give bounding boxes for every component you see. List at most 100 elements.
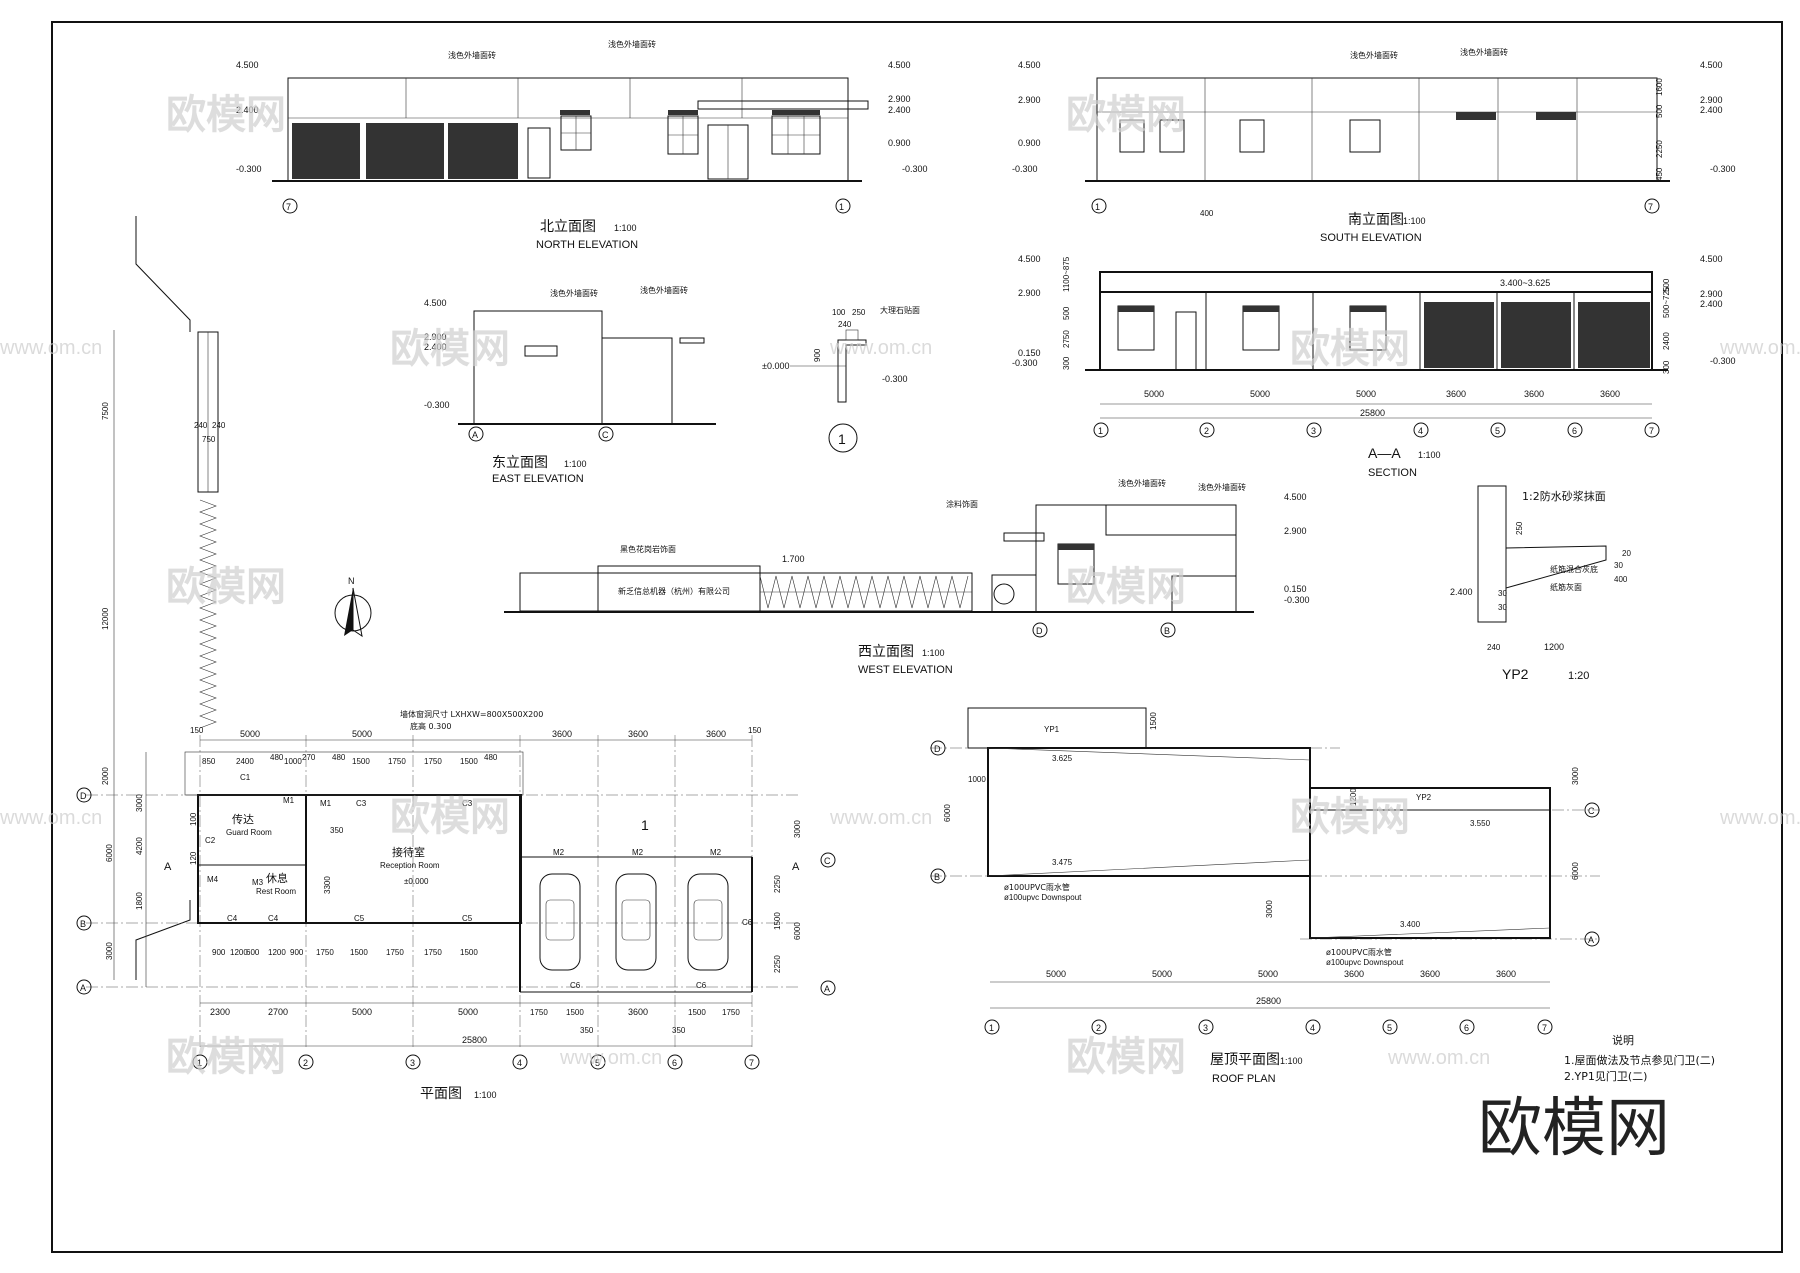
svg-text:12000: 12000 xyxy=(101,607,110,630)
svg-text:NORTH ELEVATION: NORTH ELEVATION xyxy=(536,239,638,251)
svg-text:C6: C6 xyxy=(742,918,753,927)
svg-text:黑色花岗岩饰面: 黑色花岗岩饰面 xyxy=(620,544,676,554)
svg-text:2.400: 2.400 xyxy=(1450,587,1473,597)
svg-text:350: 350 xyxy=(580,1026,594,1035)
svg-text:1:100: 1:100 xyxy=(1280,1056,1303,1066)
svg-text:±0.000: ±0.000 xyxy=(762,361,789,371)
roof-axis-bubbles: 1 2 3 4 5 6 7 D B C A xyxy=(930,740,1600,1035)
east-elevation-title: 东立面图 xyxy=(492,455,548,471)
svg-text:2400: 2400 xyxy=(236,757,254,766)
svg-text:2.900: 2.900 xyxy=(1700,289,1723,299)
svg-text:www.om.cn: www.om.cn xyxy=(1719,807,1800,829)
svg-text:浅色外墙面砖: 浅色外墙面砖 xyxy=(1350,50,1398,60)
svg-text:M2: M2 xyxy=(710,848,722,857)
svg-text:5000: 5000 xyxy=(1258,969,1278,979)
svg-text:C4: C4 xyxy=(268,914,279,923)
svg-text:4.500: 4.500 xyxy=(1700,254,1723,264)
svg-text:1:20: 1:20 xyxy=(1568,670,1589,682)
svg-text:1750: 1750 xyxy=(424,757,442,766)
svg-text:1750: 1750 xyxy=(722,1008,740,1017)
svg-text:7: 7 xyxy=(1542,1023,1547,1033)
svg-text:240: 240 xyxy=(1487,643,1501,652)
svg-text:7: 7 xyxy=(1648,202,1653,212)
svg-text:B: B xyxy=(1164,626,1170,636)
svg-text:2: 2 xyxy=(1204,426,1209,436)
svg-text:-0.300: -0.300 xyxy=(424,400,450,410)
floor-plan: 传达 Guard Room 接待室 Reception Room 休息 Rest… xyxy=(76,709,836,1102)
svg-text:1: 1 xyxy=(838,431,846,447)
svg-text:M2: M2 xyxy=(632,848,644,857)
svg-text:4200: 4200 xyxy=(135,837,144,855)
svg-text:100: 100 xyxy=(189,812,198,826)
svg-text:C: C xyxy=(1588,806,1595,816)
svg-text:浅色外墙面砖: 浅色外墙面砖 xyxy=(608,39,656,49)
svg-text:1500: 1500 xyxy=(773,912,782,930)
svg-text:C: C xyxy=(824,856,831,866)
svg-text:20: 20 xyxy=(1622,549,1631,558)
svg-text:1750: 1750 xyxy=(388,757,406,766)
svg-text:450: 450 xyxy=(1655,167,1664,181)
svg-text:2.900: 2.900 xyxy=(424,332,447,342)
svg-text:500: 500 xyxy=(1662,278,1671,292)
svg-text:3.550: 3.550 xyxy=(1470,819,1491,828)
svg-text:5000: 5000 xyxy=(352,1007,372,1017)
svg-text:欧模网: 欧模网 xyxy=(1066,92,1186,138)
svg-text:240: 240 xyxy=(194,421,208,430)
svg-text:A: A xyxy=(792,861,800,873)
svg-text:3600: 3600 xyxy=(1344,969,1364,979)
svg-text:6000: 6000 xyxy=(105,844,114,862)
svg-text:400: 400 xyxy=(1614,575,1628,584)
svg-text:3: 3 xyxy=(410,1058,415,1068)
svg-text:YP1: YP1 xyxy=(1044,725,1060,734)
svg-text:2750: 2750 xyxy=(1062,330,1071,348)
svg-text:YP2: YP2 xyxy=(1416,793,1432,802)
svg-text:D: D xyxy=(80,791,87,801)
svg-text:7: 7 xyxy=(749,1058,754,1068)
north-label: N xyxy=(348,576,355,586)
svg-text:900: 900 xyxy=(813,348,822,362)
svg-text:3.625: 3.625 xyxy=(1052,754,1073,763)
svg-text:4: 4 xyxy=(517,1058,522,1068)
svg-text:欧模网: 欧模网 xyxy=(390,326,510,372)
svg-text:3600: 3600 xyxy=(706,729,726,739)
svg-text:1600: 1600 xyxy=(1655,78,1664,96)
svg-text:4.500: 4.500 xyxy=(888,60,911,70)
yp2-detail: 1:2防水砂浆抹面 纸筋混合灰底 纸筋灰面 2.400 250 1200 240… xyxy=(1450,485,1631,682)
parked-cars xyxy=(539,873,729,971)
svg-text:3: 3 xyxy=(1203,1023,1208,1033)
svg-text:2250: 2250 xyxy=(1655,140,1664,158)
svg-text:-0.300: -0.300 xyxy=(1284,595,1310,605)
svg-text:2250: 2250 xyxy=(773,875,782,893)
svg-text:SOUTH ELEVATION: SOUTH ELEVATION xyxy=(1320,232,1422,244)
svg-text:EAST ELEVATION: EAST ELEVATION xyxy=(492,473,584,485)
svg-text:C3: C3 xyxy=(356,799,367,808)
svg-text:2.900: 2.900 xyxy=(1284,526,1307,536)
svg-text:1750: 1750 xyxy=(424,948,442,957)
svg-text:1200: 1200 xyxy=(268,948,286,957)
svg-text:5: 5 xyxy=(1495,426,1500,436)
yp2-title: YP2 xyxy=(1502,666,1529,682)
svg-text:1: 1 xyxy=(839,202,844,212)
svg-text:350: 350 xyxy=(672,1026,686,1035)
svg-text:浅色外墙面砖: 浅色外墙面砖 xyxy=(448,50,496,60)
svg-text:6000: 6000 xyxy=(1571,862,1580,880)
svg-text:100: 100 xyxy=(832,308,846,317)
roof-plan-title: 屋顶平面图 xyxy=(1210,1052,1280,1068)
svg-text:7500: 7500 xyxy=(101,402,110,420)
north-arrow: N xyxy=(334,576,372,638)
svg-text:3600: 3600 xyxy=(628,1007,648,1017)
svg-text:Guard Room: Guard Room xyxy=(226,828,272,837)
svg-text:Reception Room: Reception Room xyxy=(380,861,440,870)
svg-text:2: 2 xyxy=(303,1058,308,1068)
svg-text:A: A xyxy=(164,861,172,873)
north-elevation: 4.500 2.400 -0.300 4.500 2.900 2.400 0.9… xyxy=(236,39,928,251)
svg-text:浅色外墙面砖: 浅色外墙面砖 xyxy=(1198,482,1246,492)
svg-text:欧模网: 欧模网 xyxy=(1290,326,1410,372)
svg-text:0.900: 0.900 xyxy=(1018,138,1041,148)
svg-text:1200: 1200 xyxy=(1544,642,1564,652)
north-elevation-title: 北立面图 xyxy=(540,219,596,235)
svg-text:3.400: 3.400 xyxy=(1400,920,1421,929)
svg-text:1800: 1800 xyxy=(135,892,144,910)
svg-text:ø100UPVC雨水管: ø100UPVC雨水管 xyxy=(1326,947,1392,957)
svg-text:1:100: 1:100 xyxy=(1403,216,1426,226)
